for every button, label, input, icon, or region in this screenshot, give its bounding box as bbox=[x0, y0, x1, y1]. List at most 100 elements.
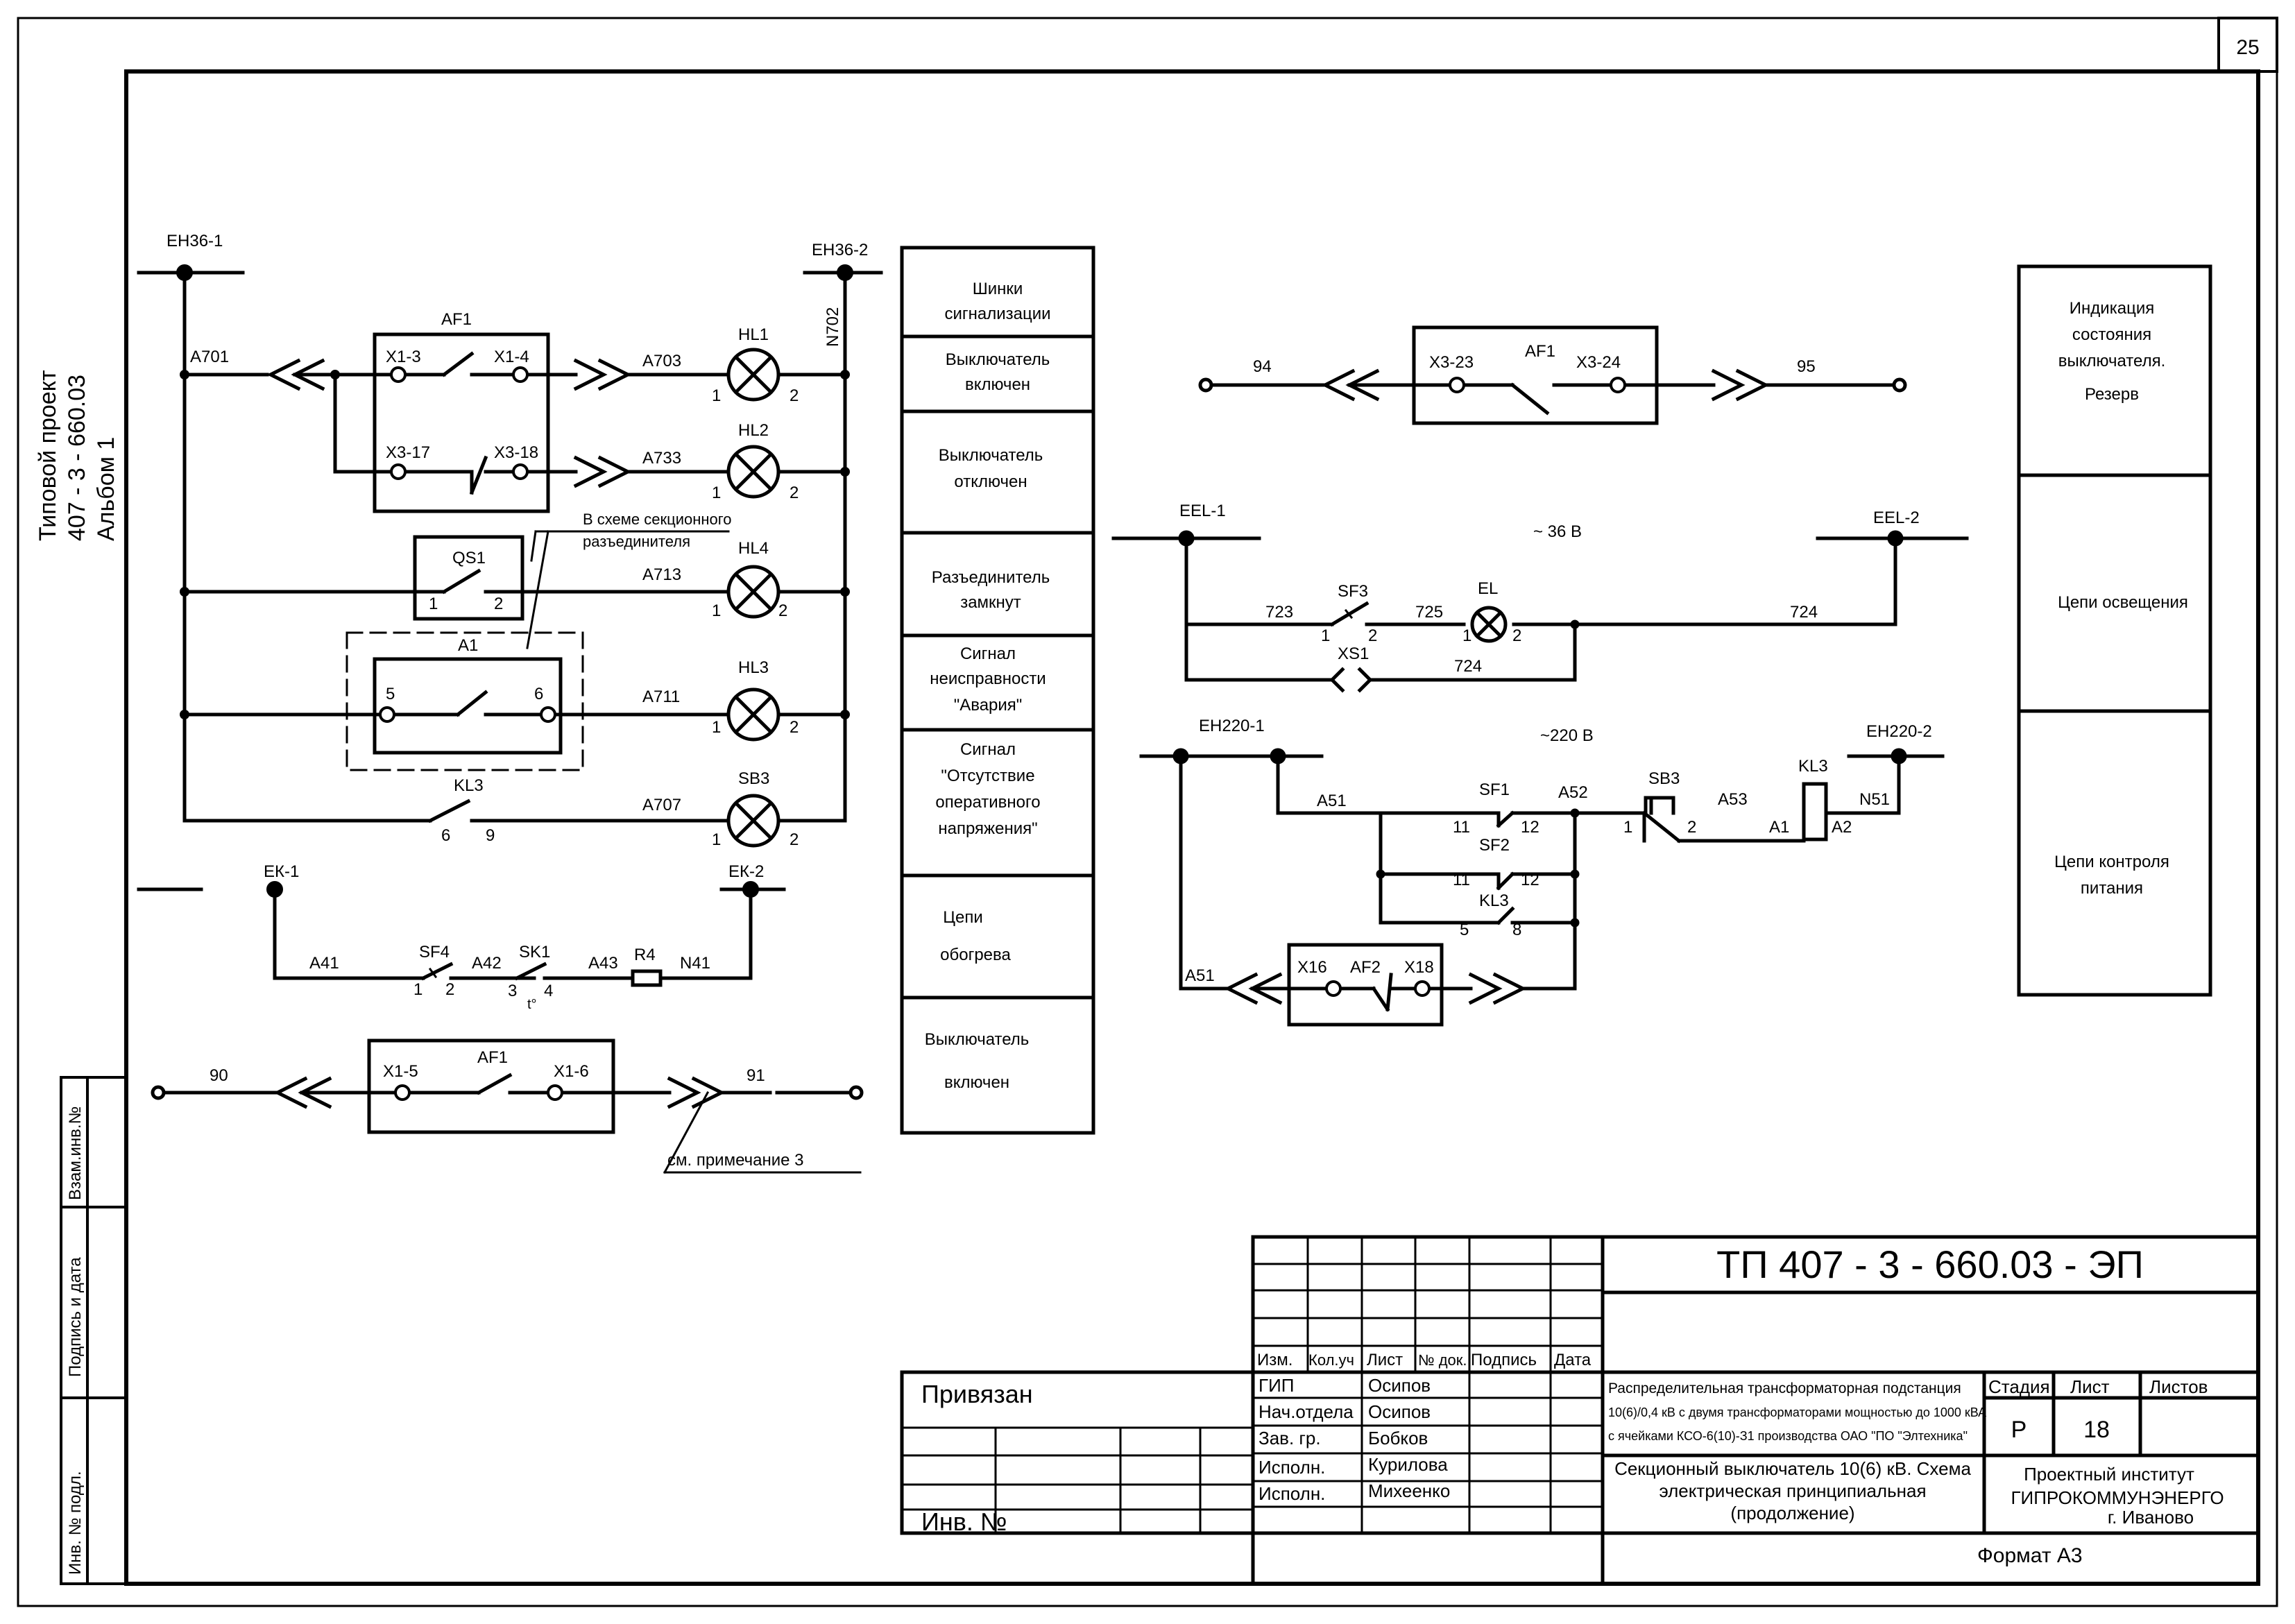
svg-text:Листов: Листов bbox=[2149, 1376, 2208, 1397]
sheet-number: 25 bbox=[2236, 36, 2259, 59]
svg-text:11: 11 bbox=[1453, 871, 1470, 889]
right-labels: 94 X3-23 AF1 X3-24 95 ЕEL-1 ЕEL-2 ~ 36 В… bbox=[1179, 342, 1932, 985]
svg-text:А41: А41 bbox=[309, 954, 339, 973]
svg-text:95: 95 bbox=[1797, 357, 1816, 376]
svg-text:Подпись: Подпись bbox=[1471, 1351, 1537, 1369]
svg-text:12: 12 bbox=[1521, 818, 1539, 837]
svg-text:18: 18 bbox=[2083, 1417, 2110, 1443]
title-block-text: ТП 407 - 3 - 660.03 - ЭП Изм. Кол.уч Лис… bbox=[921, 1242, 2224, 1567]
svg-text:2: 2 bbox=[1687, 818, 1696, 837]
svg-text:AF1: AF1 bbox=[477, 1048, 508, 1067]
svg-text:SF1: SF1 bbox=[1479, 780, 1510, 799]
svg-text:9: 9 bbox=[486, 826, 495, 845]
svg-text:питания: питания bbox=[2081, 879, 2143, 898]
svg-text:SK1: SK1 bbox=[519, 943, 550, 961]
svg-text:(продолжение): (продолжение) bbox=[1730, 1503, 1854, 1523]
svg-text:X1-3: X1-3 bbox=[386, 348, 421, 366]
svg-text:X3-17: X3-17 bbox=[386, 443, 430, 462]
svg-text:Резерв: Резерв bbox=[2085, 385, 2139, 404]
svg-text:2: 2 bbox=[1368, 626, 1377, 645]
svg-text:обогрева: обогрева bbox=[940, 946, 1011, 964]
svg-text:А701: А701 bbox=[190, 348, 229, 366]
svg-text:5: 5 bbox=[1460, 921, 1469, 939]
title-block-grid bbox=[1252, 1236, 1604, 1535]
svg-text:~220 В: ~220 В bbox=[1540, 726, 1594, 745]
svg-text:5: 5 bbox=[386, 685, 395, 703]
svg-text:SB3: SB3 bbox=[738, 769, 769, 788]
svg-text:N51: N51 bbox=[1859, 790, 1890, 809]
svg-text:г. Иваново: г. Иваново bbox=[2108, 1507, 2194, 1528]
lamp-hl3 bbox=[728, 690, 778, 740]
svg-text:KL3: KL3 bbox=[1479, 891, 1509, 910]
svg-text:А1: А1 bbox=[1769, 818, 1789, 837]
svg-text:AF1: AF1 bbox=[1525, 342, 1555, 361]
svg-text:Цепи: Цепи bbox=[943, 908, 983, 927]
svg-text:EL: EL bbox=[1478, 579, 1498, 598]
svg-text:HL2: HL2 bbox=[738, 421, 769, 440]
svg-text:10(6)/0,4 кВ с двумя трансформ: 10(6)/0,4 кВ с двумя трансформаторами мо… bbox=[1608, 1405, 1986, 1419]
svg-text:А51: А51 bbox=[1185, 966, 1215, 985]
svg-text:X1-6: X1-6 bbox=[554, 1062, 589, 1081]
svg-text:Нач.отдела: Нач.отдела bbox=[1259, 1401, 1354, 1422]
svg-text:ЕН36-2: ЕН36-2 bbox=[812, 241, 868, 259]
svg-text:X1-4: X1-4 bbox=[494, 348, 529, 366]
svg-text:Михеенко: Михеенко bbox=[1368, 1480, 1450, 1501]
svg-text:ЕН220-2: ЕН220-2 bbox=[1866, 722, 1932, 741]
lamp-el bbox=[1470, 606, 1508, 643]
svg-text:1: 1 bbox=[712, 484, 721, 502]
svg-text:R4: R4 bbox=[634, 946, 656, 964]
svg-text:А703: А703 bbox=[642, 352, 681, 370]
svg-text:Распределительная трансформато: Распределительная трансформаторная подст… bbox=[1608, 1381, 1961, 1396]
stamp-podpis: Подпись и дата bbox=[66, 1257, 85, 1377]
svg-text:Лист: Лист bbox=[2070, 1376, 2110, 1397]
svg-text:см. примечание 3: см. примечание 3 bbox=[667, 1151, 804, 1170]
svg-text:t°: t° bbox=[527, 997, 537, 1012]
svg-text:SF3: SF3 bbox=[1338, 582, 1368, 601]
svg-text:407 - 3 - 660.03: 407 - 3 - 660.03 bbox=[64, 375, 90, 541]
svg-text:X3-24: X3-24 bbox=[1576, 353, 1621, 372]
svg-text:ГИПРОКОММУНЭНЕРГО: ГИПРОКОММУНЭНЕРГО bbox=[2011, 1487, 2224, 1508]
svg-text:разъединителя: разъединителя bbox=[583, 533, 690, 550]
svg-text:SB3: SB3 bbox=[1648, 769, 1680, 788]
svg-text:оперативного: оперативного bbox=[935, 793, 1040, 812]
svg-text:AF1: AF1 bbox=[441, 310, 472, 329]
svg-text:2: 2 bbox=[1512, 626, 1521, 645]
svg-text:ЕН36-1: ЕН36-1 bbox=[167, 232, 223, 250]
svg-text:Стадия: Стадия bbox=[1988, 1376, 2050, 1397]
lamp-sb3 bbox=[728, 796, 778, 846]
svg-text:12: 12 bbox=[1521, 871, 1539, 889]
svg-text:KL3: KL3 bbox=[1798, 757, 1828, 776]
svg-text:Исполн.: Исполн. bbox=[1259, 1483, 1325, 1504]
svg-text:2: 2 bbox=[790, 386, 799, 405]
svg-text:2: 2 bbox=[445, 980, 454, 999]
svg-text:А53: А53 bbox=[1718, 790, 1748, 809]
svg-text:замкнут: замкнут bbox=[960, 593, 1021, 612]
svg-text:3: 3 bbox=[508, 982, 517, 1000]
svg-text:Выключатель: Выключатель bbox=[939, 446, 1043, 465]
svg-text:QS1: QS1 bbox=[452, 549, 486, 567]
svg-text:Сигнал: Сигнал bbox=[960, 644, 1016, 663]
svg-text:Р: Р bbox=[2011, 1417, 2027, 1443]
svg-text:1: 1 bbox=[712, 601, 721, 620]
svg-text:X1-5: X1-5 bbox=[383, 1062, 418, 1081]
svg-text:SF2: SF2 bbox=[1479, 836, 1510, 855]
svg-text:Курилова: Курилова bbox=[1368, 1454, 1448, 1475]
svg-text:отключен: отключен bbox=[954, 472, 1027, 491]
svg-text:1: 1 bbox=[1321, 626, 1330, 645]
svg-text:11: 11 bbox=[1453, 818, 1470, 837]
svg-text:94: 94 bbox=[1253, 357, 1272, 376]
side-title: Типовой проект 407 - 3 - 660.03 Альбом 1 bbox=[35, 370, 119, 541]
left-stamp bbox=[60, 1076, 128, 1585]
svg-text:2: 2 bbox=[778, 601, 787, 620]
svg-text:X3-18: X3-18 bbox=[494, 443, 538, 462]
svg-text:№ док.: № док. bbox=[1418, 1351, 1467, 1369]
svg-text:ЕEL-2: ЕEL-2 bbox=[1873, 508, 1920, 527]
svg-text:Разъединитель: Разъединитель bbox=[932, 568, 1050, 587]
svg-text:Осипов: Осипов bbox=[1368, 1375, 1431, 1396]
svg-text:X16: X16 bbox=[1297, 958, 1327, 977]
right-function-table bbox=[2017, 264, 2212, 997]
svg-text:90: 90 bbox=[210, 1066, 228, 1085]
svg-text:А52: А52 bbox=[1558, 783, 1588, 802]
